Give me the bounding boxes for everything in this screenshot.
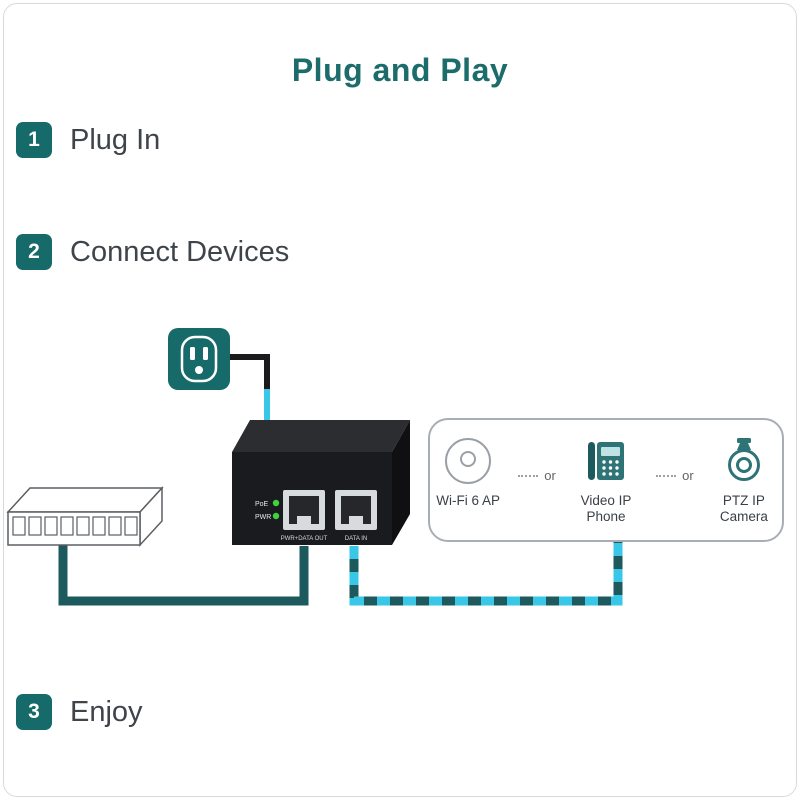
or-label: or: [682, 468, 694, 483]
dome-camera-icon: [727, 438, 760, 481]
or-label: or: [544, 468, 556, 483]
access-point-circle-icon: [445, 438, 492, 484]
port-pwr-data-out: [283, 490, 325, 530]
step-3-label: Enjoy: [70, 695, 143, 728]
led-pwr-label: PWR: [255, 514, 271, 521]
device-video-ip-phone-label: Video IP Phone: [580, 493, 632, 524]
ip-phone-icon: [588, 442, 624, 480]
device-video-ip-phone: Video IP Phone: [568, 435, 644, 525]
step-1-label: Plug In: [70, 123, 161, 156]
device-ptz-camera: PTZ IP Camera: [706, 435, 782, 525]
page-title: Plug and Play: [291, 52, 509, 88]
led-pwr-light: [272, 512, 280, 520]
dotted-line: [656, 474, 677, 477]
device-wifi-ap: Wi-Fi 6 AP: [430, 435, 506, 509]
separator-or-1: or: [518, 468, 556, 483]
poe-injector-device: PWR+DATA OUT DATA IN PoE PWR: [232, 420, 410, 545]
port-left-label: PWR+DATA OUT: [281, 536, 328, 542]
switch-to-injector-cable: [58, 530, 309, 606]
port-data-in: [335, 490, 377, 530]
power-outlet-icon: [168, 328, 230, 390]
separator-or-2: or: [656, 468, 694, 483]
step-1: 1 Plug In: [16, 122, 160, 158]
network-switch-device: [6, 486, 164, 547]
step-3: 3 Enjoy: [16, 694, 143, 730]
injector-to-devices-cable: [349, 540, 623, 606]
led-poe-light: [272, 499, 280, 507]
devices-box: Wi-Fi 6 AP or Video IP Phone: [428, 418, 784, 542]
port-right-label: DATA IN: [345, 536, 367, 542]
dotted-line: [518, 474, 539, 477]
step-2-badge: 2: [16, 234, 52, 270]
device-ptz-camera-label: PTZ IP Camera: [719, 493, 768, 524]
led-poe-label: PoE: [255, 501, 269, 508]
step-3-badge: 3: [16, 694, 52, 730]
switch-ports: [12, 516, 138, 536]
device-wifi-ap-label: Wi-Fi 6 AP: [436, 493, 501, 508]
step-2-label: Connect Devices: [70, 235, 290, 268]
step-1-badge: 1: [16, 122, 52, 158]
step-2: 2 Connect Devices: [16, 234, 289, 270]
